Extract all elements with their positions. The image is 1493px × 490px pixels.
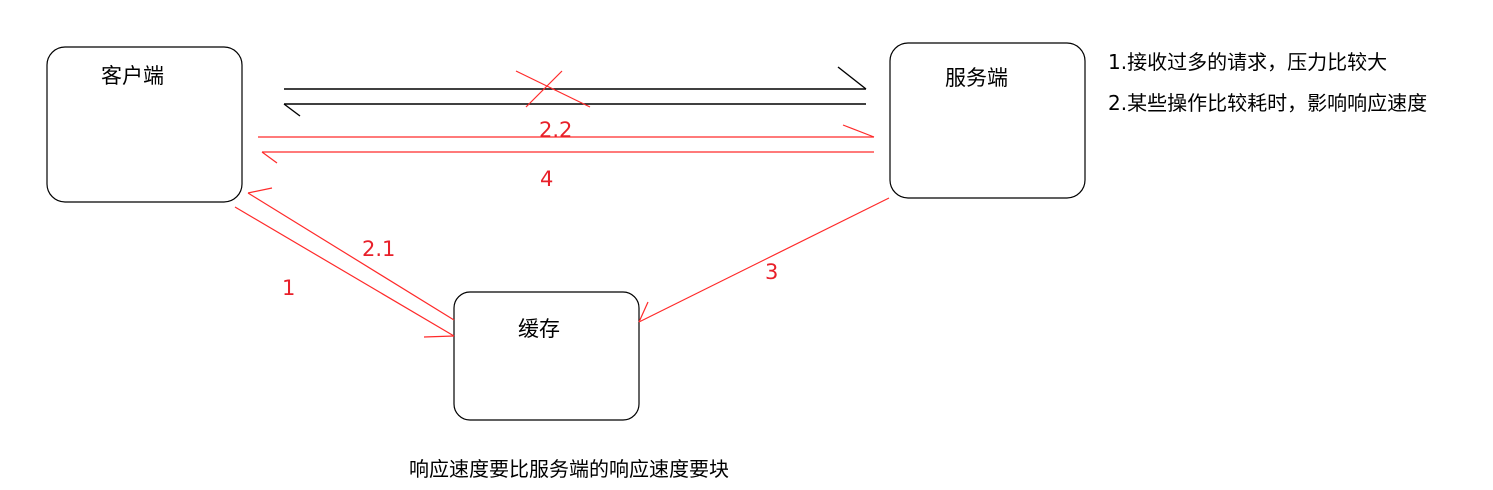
note-2: 2.某些操作比较耗时，影响响应速度 bbox=[1108, 91, 1428, 115]
label-2-2: 2.2 bbox=[539, 118, 572, 142]
arrow-2-2 bbox=[258, 124, 875, 138]
cache-label: 缓存 bbox=[518, 317, 560, 341]
label-1: 1 bbox=[282, 276, 295, 300]
note-1: 1.接收过多的请求，压力比较大 bbox=[1108, 50, 1388, 74]
label-2-1: 2.1 bbox=[362, 237, 395, 261]
label-4: 4 bbox=[540, 167, 553, 191]
arrow-1 bbox=[234, 206, 455, 338]
arrow-2-1 bbox=[247, 187, 455, 321]
black-request-arrow bbox=[284, 66, 867, 90]
cache-box bbox=[453, 291, 640, 421]
black-response-arrow bbox=[283, 103, 866, 117]
server-box bbox=[889, 42, 1086, 199]
server-label: 服务端 bbox=[945, 66, 1008, 90]
client-box bbox=[46, 46, 243, 203]
caption: 响应速度要比服务端的响应速度要块 bbox=[409, 457, 729, 481]
arrow-3 bbox=[638, 197, 890, 323]
arrow-4 bbox=[261, 151, 874, 164]
cross-mark bbox=[515, 70, 591, 108]
label-3: 3 bbox=[765, 260, 778, 284]
client-label: 客户端 bbox=[101, 64, 164, 88]
